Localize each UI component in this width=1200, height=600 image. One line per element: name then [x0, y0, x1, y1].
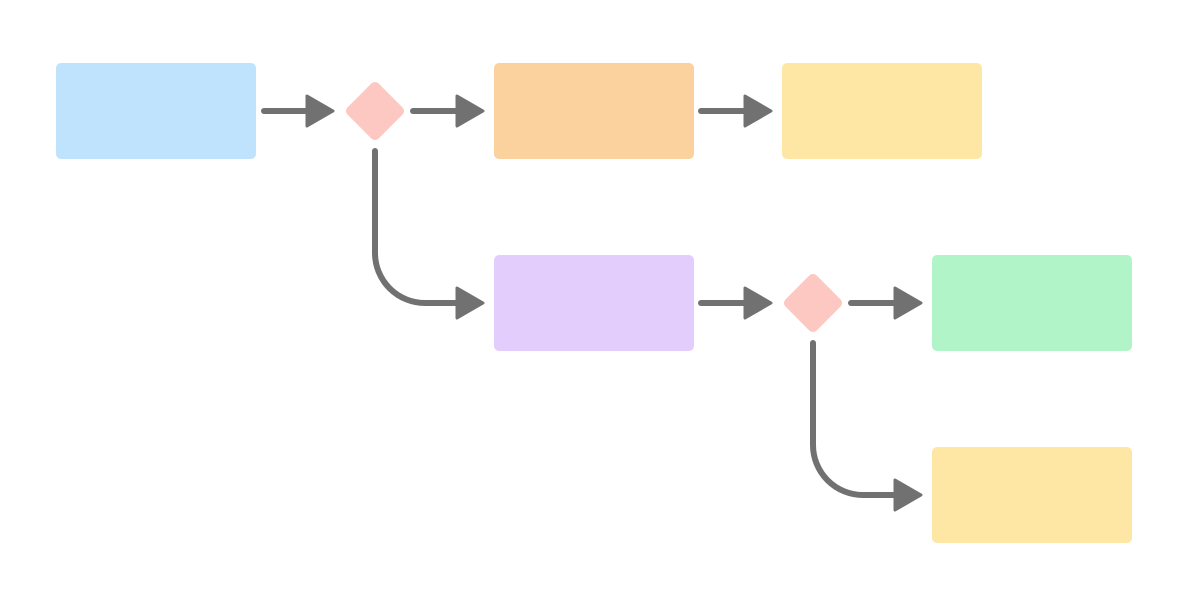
lower-end-box[interactable] — [932, 447, 1132, 543]
arrowhead-4 — [455, 286, 485, 320]
upper-process-box[interactable] — [494, 63, 694, 159]
arrowhead-6 — [893, 286, 923, 320]
arrowhead-1 — [305, 94, 335, 128]
upper-end-box[interactable] — [782, 63, 982, 159]
arrowhead-3 — [743, 94, 773, 128]
start-process-box[interactable] — [56, 63, 256, 159]
middle-end-box[interactable] — [932, 255, 1132, 351]
connector-decision-1-to-middle-process — [372, 148, 464, 306]
middle-process-box[interactable] — [494, 255, 694, 351]
arrowhead-2 — [455, 94, 485, 128]
connector-decision-2-to-lower-end — [810, 340, 902, 498]
arrowhead-5 — [743, 286, 773, 320]
arrowhead-7 — [893, 478, 923, 512]
